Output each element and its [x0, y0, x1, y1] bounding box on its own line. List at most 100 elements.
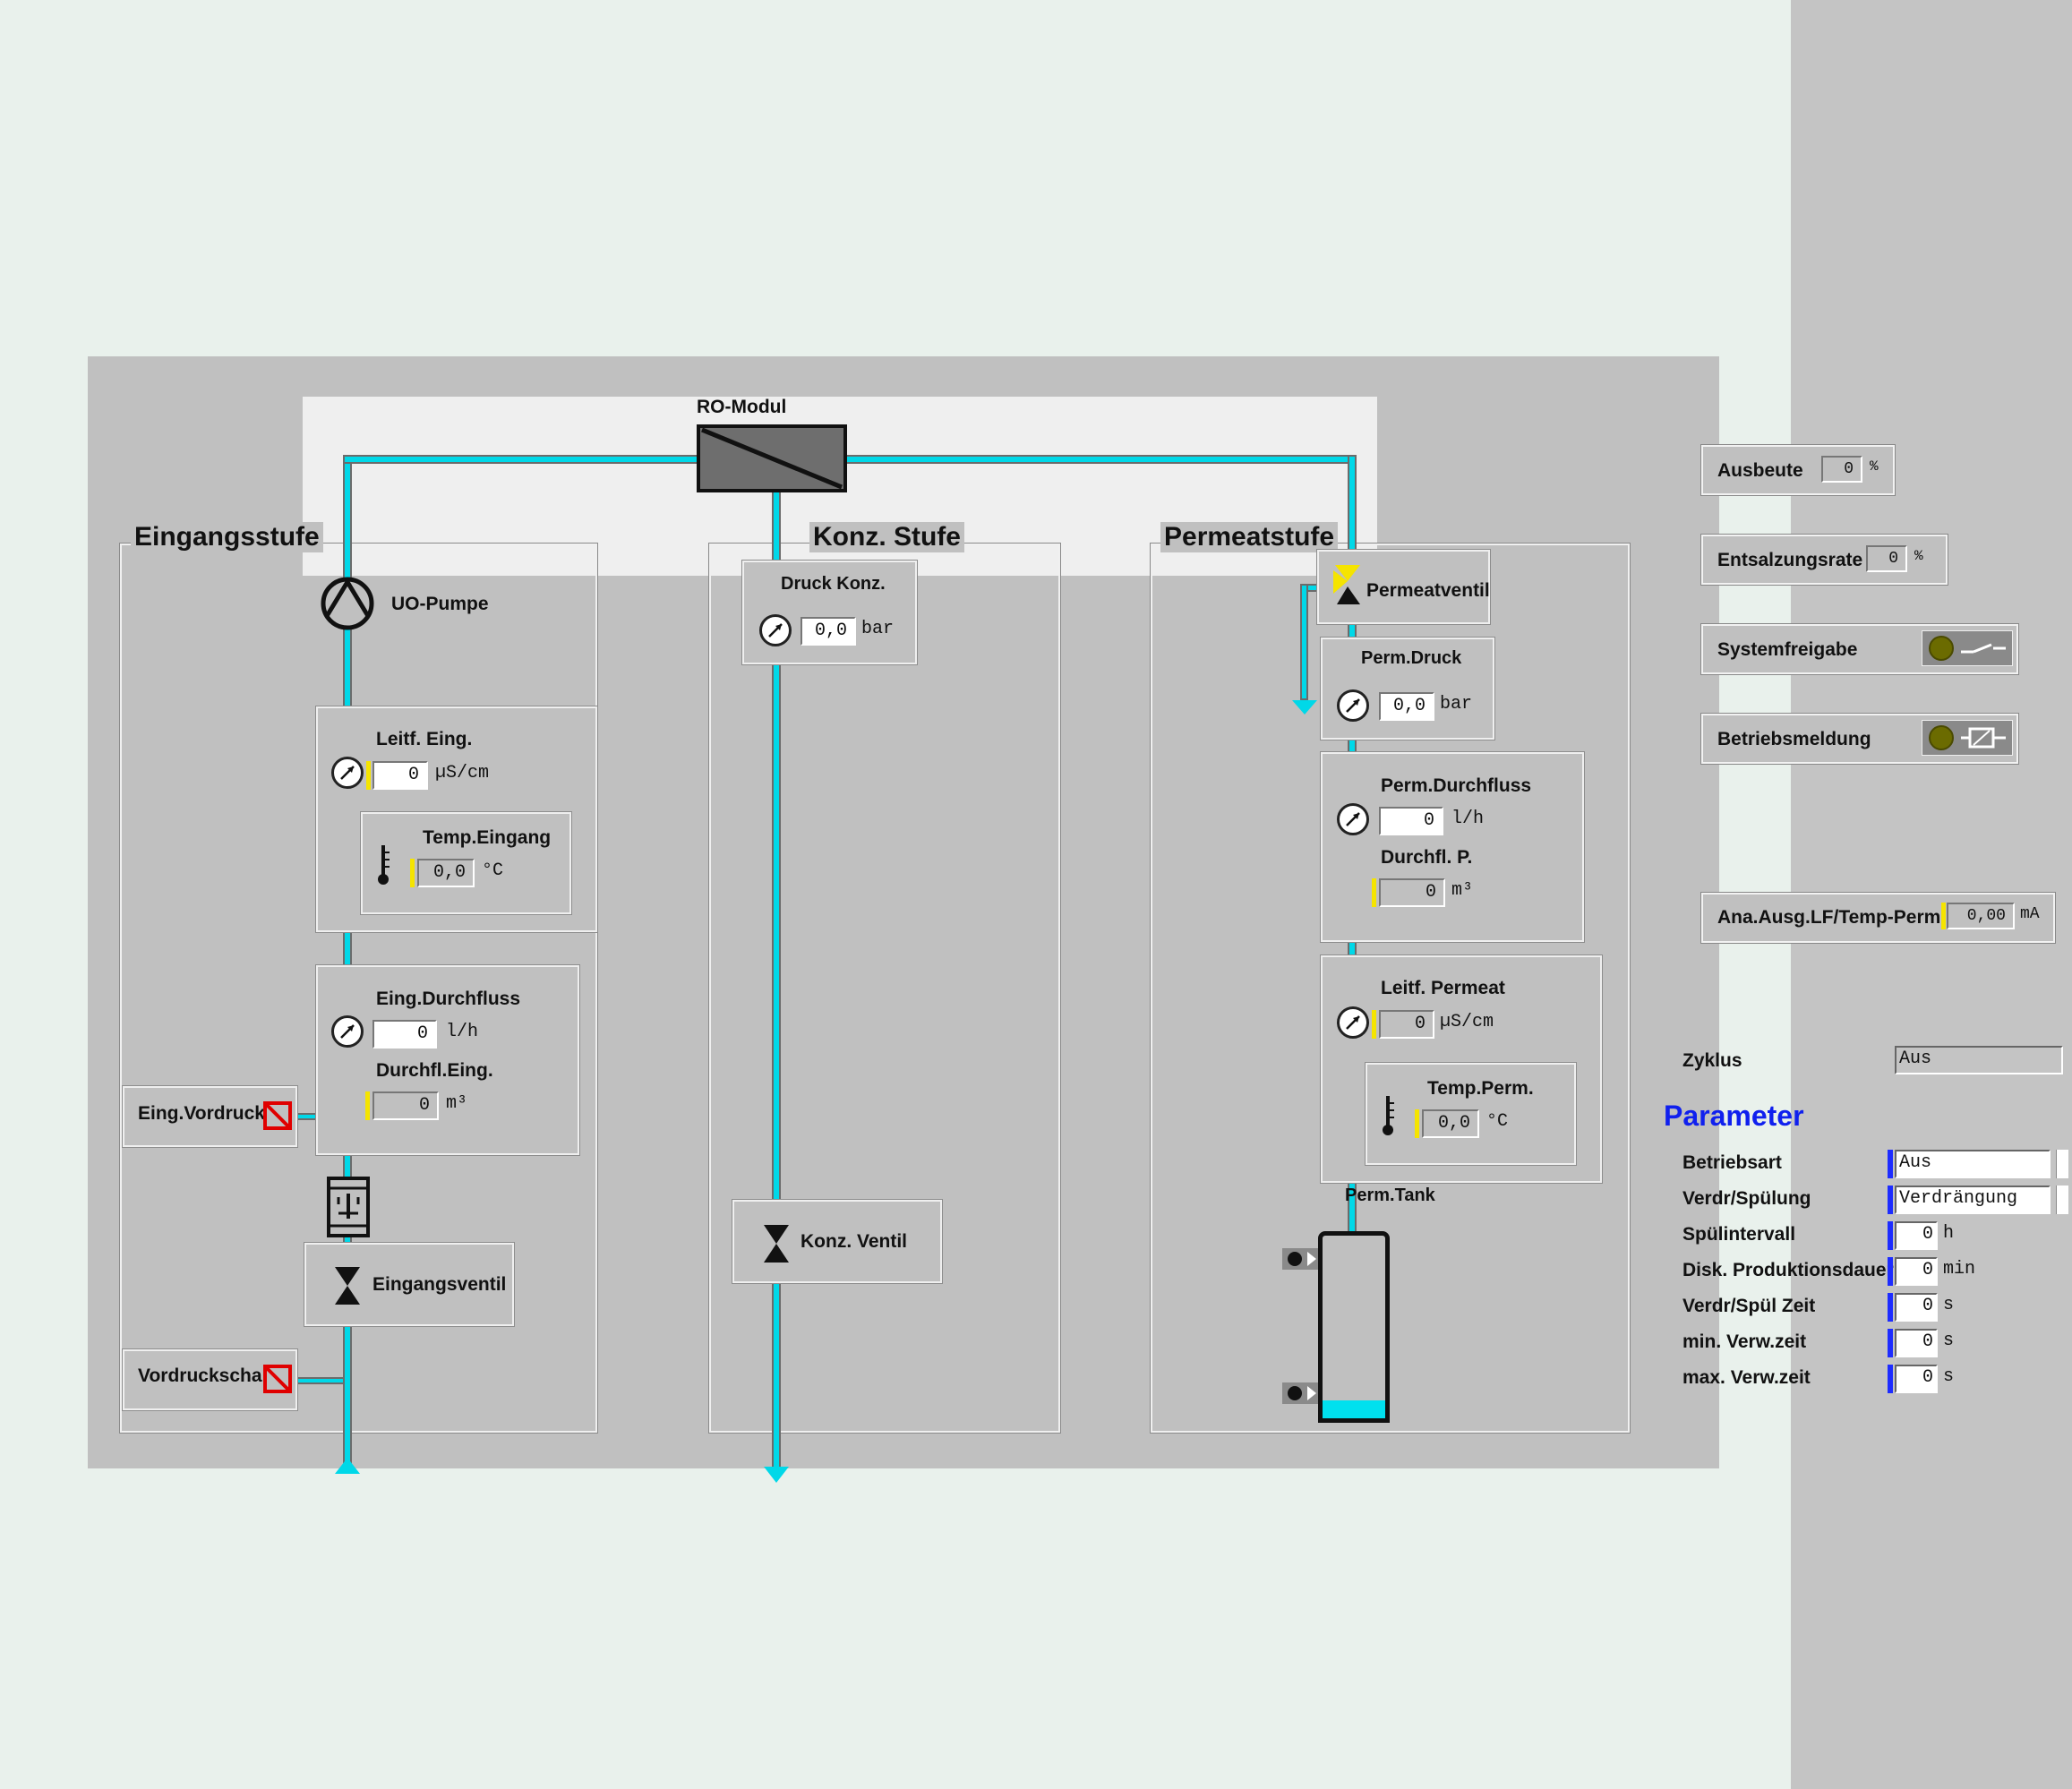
ro-module-icon[interactable]: [697, 424, 847, 492]
parameter-value[interactable]: 0: [1895, 1293, 1938, 1322]
parameter-marker: [1888, 1365, 1893, 1393]
parameter-unit: h: [1943, 1223, 1955, 1244]
pump-icon[interactable]: [319, 575, 376, 632]
yellow-marker: [366, 761, 371, 790]
parameter-value[interactable]: Aus: [1895, 1150, 2051, 1178]
three-way-valve-icon[interactable]: [1331, 563, 1367, 606]
pressure-sensor-icon[interactable]: [759, 614, 792, 646]
uo-pumpe-label: UO-Pumpe: [391, 594, 489, 614]
leitf-eing-value[interactable]: 0: [372, 761, 428, 790]
leitf-permeat-value[interactable]: 0: [1379, 1010, 1434, 1039]
yellow-marker: [1372, 1010, 1376, 1039]
parameter-value[interactable]: 0: [1895, 1365, 1938, 1393]
parameter-title: Parameter: [1664, 1100, 1804, 1132]
durchfl-p-unit: m³: [1451, 880, 1474, 901]
temp-eingang-value[interactable]: 0,0: [417, 859, 475, 887]
leitf-permeat-label: Leitf. Permeat: [1381, 978, 1505, 998]
ausbeute-value[interactable]: 0: [1821, 456, 1862, 483]
conductivity-sensor-icon[interactable]: [331, 757, 364, 789]
yellow-marker: [1941, 903, 1946, 929]
valve-icon[interactable]: [762, 1223, 791, 1264]
parameter-value[interactable]: Verdrängung: [1895, 1186, 2051, 1214]
temp-perm-label: Temp.Perm.: [1427, 1078, 1534, 1099]
parameter-label: max. Verw.zeit: [1682, 1367, 1811, 1388]
systemfreigabe-label: Systemfreigabe: [1717, 639, 1858, 660]
yellow-marker: [365, 1091, 370, 1120]
switch-lamp-icon[interactable]: [1922, 630, 2013, 666]
durchfl-eing-label: Durchfl.Eing.: [376, 1060, 493, 1081]
conductivity-sensor-icon[interactable]: [1337, 1006, 1369, 1039]
pressure-sensor-icon[interactable]: [1337, 689, 1369, 722]
druck-konz-value[interactable]: 0,0: [801, 617, 856, 646]
vordruckschalter-panel: [122, 1348, 298, 1411]
permeat-outlet-arrow-icon: [1292, 700, 1317, 715]
parameter-marker: [1888, 1257, 1893, 1286]
zyklus-value[interactable]: Aus: [1895, 1046, 2063, 1074]
perm-durchfluss-unit: l/h: [1451, 809, 1485, 829]
druck-konz-unit: bar: [861, 619, 895, 639]
flow-sensor-icon[interactable]: [331, 1015, 364, 1048]
entsalzungsrate-value[interactable]: 0: [1866, 545, 1907, 572]
valve-icon[interactable]: [333, 1265, 362, 1306]
thermometer-icon: [378, 845, 390, 885]
top-left-pipe: [343, 455, 701, 464]
dropdown-button[interactable]: [2056, 1186, 2068, 1214]
parameter-value[interactable]: 0: [1895, 1257, 1938, 1286]
parameter-label: Disk. Produktionsdauer: [1682, 1260, 1894, 1280]
permeatventil-label: Permeatventil: [1366, 580, 1490, 601]
vordruckschalter-label: Vordruckscha: [138, 1365, 262, 1386]
perm-tank-label: Perm.Tank: [1345, 1186, 1435, 1205]
perm-tank[interactable]: [1318, 1231, 1390, 1423]
eingangsventil-label: Eingangsventil: [372, 1274, 507, 1295]
filter-icon[interactable]: [326, 1176, 371, 1238]
parameter-unit: s: [1943, 1331, 1955, 1351]
durchfl-eing-value[interactable]: 0: [372, 1091, 439, 1120]
top-right-pipe: [842, 455, 1357, 464]
eing-durchfluss-value[interactable]: 0: [372, 1020, 437, 1049]
temp-eingang-label: Temp.Eingang: [423, 827, 552, 848]
yellow-marker: [410, 859, 415, 887]
ana-ausg-value[interactable]: 0,00: [1947, 903, 2015, 929]
pressure-switch-alarm-icon[interactable]: [263, 1365, 292, 1393]
parameter-marker: [1888, 1293, 1893, 1322]
parameter-unit: s: [1943, 1295, 1955, 1315]
pressure-switch-alarm-icon[interactable]: [263, 1101, 292, 1130]
entsalzungsrate-label: Entsalzungsrate: [1717, 550, 1863, 570]
ausbeute-label: Ausbeute: [1717, 460, 1803, 481]
temp-perm-value[interactable]: 0,0: [1422, 1109, 1479, 1138]
parameter-label: Verdr/Spül Zeit: [1682, 1296, 1816, 1316]
parameter-unit: min: [1943, 1259, 1976, 1280]
durchfl-p-value[interactable]: 0: [1379, 878, 1445, 907]
permeat-branch-v: [1300, 584, 1308, 700]
level-switch-high-icon[interactable]: [1282, 1248, 1318, 1270]
konz-stufe-group: [708, 543, 1061, 1434]
temp-perm-unit: °C: [1486, 1111, 1509, 1132]
permeatstufe-title: Permeatstufe: [1160, 522, 1339, 552]
eingangsstufe-title: Eingangsstufe: [131, 522, 323, 552]
relay-lamp-icon[interactable]: [1922, 720, 2013, 756]
druck-konz-label: Druck Konz.: [781, 574, 886, 594]
eing-vordruck-label: Eing.Vordruck: [138, 1103, 263, 1124]
ausbeute-panel: [1700, 444, 1896, 496]
parameter-marker: [1888, 1186, 1893, 1214]
perm-durchfluss-value[interactable]: 0: [1379, 807, 1443, 835]
parameter-value[interactable]: 0: [1895, 1329, 1938, 1357]
konz-ventil-label: Konz. Ventil: [801, 1231, 908, 1252]
ana-ausg-unit: mA: [2020, 905, 2040, 923]
durchfl-p-label: Durchfl. P.: [1381, 847, 1473, 868]
parameter-marker: [1888, 1150, 1893, 1178]
dropdown-button[interactable]: [2056, 1150, 2068, 1178]
parameter-value[interactable]: 0: [1895, 1221, 1938, 1250]
eing-vordruck-panel: [122, 1085, 298, 1148]
perm-druck-panel: [1320, 637, 1495, 740]
perm-druck-value[interactable]: 0,0: [1379, 692, 1434, 721]
thermometer-icon: [1383, 1096, 1394, 1135]
input-arrow-icon: [335, 1458, 360, 1474]
level-switch-low-icon[interactable]: [1282, 1382, 1318, 1404]
ana-ausg-label: Ana.Ausg.LF/Temp-Perm: [1717, 907, 1941, 928]
eingangsstufe-group: [119, 543, 598, 1434]
perm-druck-label: Perm.Druck: [1361, 648, 1462, 668]
leitf-eing-label: Leitf. Eing.: [376, 729, 473, 749]
permeatstufe-group: [1150, 543, 1631, 1434]
flow-sensor-icon[interactable]: [1337, 803, 1369, 835]
